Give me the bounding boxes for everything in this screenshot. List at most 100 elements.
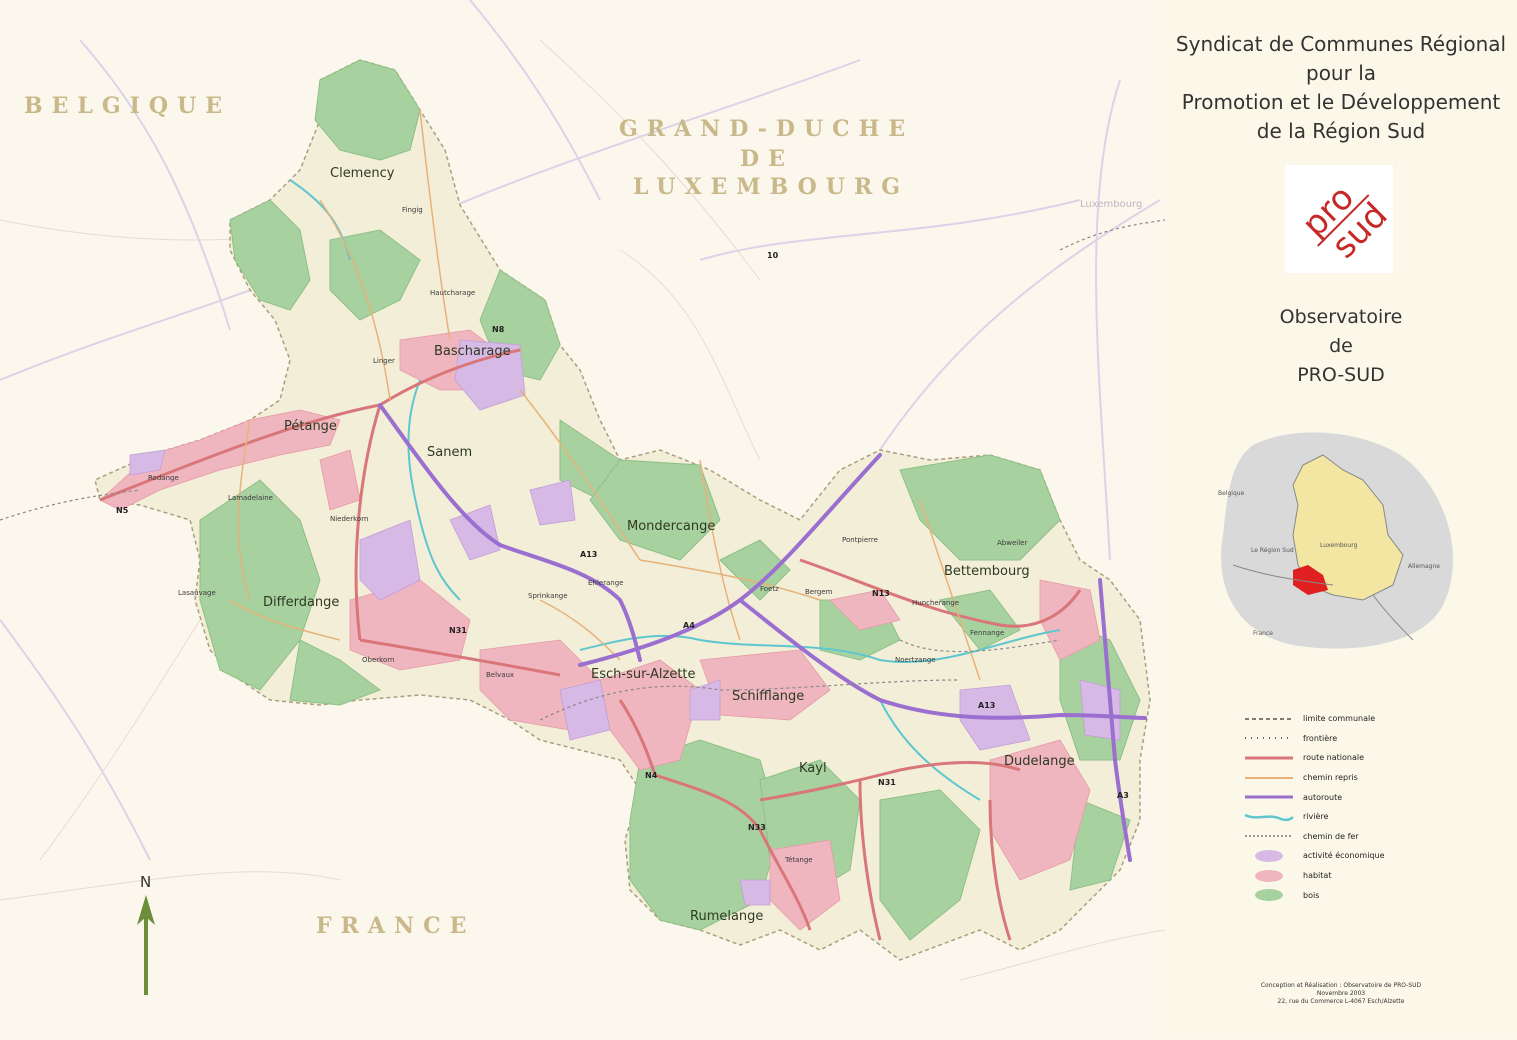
orange-road-icon (1245, 776, 1293, 779)
road-label: N5 (116, 506, 129, 515)
locality-label: Linger (373, 357, 395, 365)
road-label: A13 (580, 550, 597, 559)
legend-item: chemin repris (1243, 768, 1503, 788)
commune-label: Dudelange (1004, 754, 1075, 769)
locality-label: Belvaux (486, 671, 514, 679)
legend-label: chemin repris (1303, 773, 1358, 783)
org-line: de la Région Sud (1256, 119, 1426, 143)
locality-label: Lamadelaine (228, 494, 273, 502)
prosud-logo: pro sud (1285, 165, 1395, 273)
inset-label: Le Région Sud (1251, 547, 1294, 554)
legend-item: chemin de fer (1243, 827, 1503, 847)
organization-title: Syndicat de Communes Régional pour la Pr… (1165, 30, 1517, 146)
road-label: A4 (683, 621, 695, 630)
locality-label: Huncherange (912, 599, 959, 607)
red-road-icon (1245, 756, 1293, 760)
locality-label: Tétange (784, 856, 813, 864)
map-canvas: Clemency Bascharage Pétange Sanem Differ… (0, 0, 1166, 981)
credit-line: 22, rue du Commerce L-4067 Esch/Alzette (1277, 998, 1405, 1005)
road-label: N31 (449, 626, 467, 635)
outside-minor-roads (0, 39, 1166, 981)
credit-line: Novembre 2003 (1316, 990, 1366, 997)
road-label: N33 (748, 823, 766, 832)
commune-label: Clemency (330, 166, 395, 181)
locality-label: Hautcharage (430, 289, 475, 297)
locality-label: Pontpierre (842, 536, 878, 544)
obs-line: PRO-SUD (1297, 364, 1385, 386)
locality-labels: Fingig Hautcharage Linger Rodange Lamade… (148, 206, 1027, 864)
commune-label: Pétange (284, 419, 337, 434)
commune-label: Differdange (263, 595, 339, 610)
railways (0, 219, 1166, 721)
economic-areas (129, 339, 1121, 906)
locality-label: Foetz (760, 585, 779, 593)
legend: limite communale frontière route nationa… (1243, 709, 1503, 905)
motorways (378, 403, 1147, 862)
legend-label: chemin de fer (1303, 831, 1359, 841)
commune-labels: Clemency Bascharage Pétange Sanem Differ… (263, 166, 1075, 924)
legend-label: habitat (1303, 871, 1332, 881)
purple-area-icon (1255, 849, 1283, 862)
commune-label: Rumelange (690, 909, 763, 924)
purple-road-icon (1245, 795, 1293, 799)
dashed-line-icon (1245, 718, 1293, 720)
locality-label: Fingig (402, 206, 423, 214)
road-label: A3 (1117, 791, 1129, 800)
inset-label: Luxembourg (1320, 542, 1358, 549)
legend-item: habitat (1243, 866, 1503, 886)
country-label-de: DE (740, 146, 794, 172)
rail-icon (1245, 835, 1293, 838)
road-label: N4 (645, 771, 658, 780)
org-line: Syndicat de Communes Régional (1175, 32, 1507, 56)
road-labels: N8 N5 A13 N31 A4 N13 A13 N4 N31 N33 A3 1… (116, 251, 1129, 832)
commune-label: Mondercange (627, 519, 715, 534)
legend-item: autoroute (1243, 787, 1503, 807)
locality-label: Sprinkange (528, 592, 568, 600)
north-label: N (140, 873, 152, 891)
north-arrow-icon (137, 895, 155, 995)
legend-label: activité économique (1303, 851, 1385, 861)
locality-label: Rodange (148, 474, 179, 482)
locality-label: Lasauvage (178, 589, 216, 597)
obs-line: Observatoire (1279, 306, 1403, 328)
road-label: A13 (978, 701, 995, 710)
city-label: Luxembourg (1080, 199, 1142, 210)
country-label-luxembourg: LUXEMBOURG (633, 174, 910, 200)
locality-label: Abweiler (997, 539, 1027, 547)
inset-locator-map: Belgique Le Région Sud Luxembourg Allema… (1218, 432, 1453, 649)
commune-label: Bascharage (434, 344, 511, 359)
inset-label: Belgique (1218, 490, 1245, 497)
legend-item: route nationale (1243, 748, 1503, 768)
legend-label: frontière (1303, 733, 1338, 743)
legend-label: limite communale (1303, 714, 1376, 724)
legend-label: bois (1303, 890, 1320, 900)
legend-item: rivière (1243, 807, 1503, 827)
inset-label: Allemagne (1408, 563, 1440, 570)
country-label-france: FRANCE (316, 913, 476, 939)
commune-label: Sanem (427, 445, 472, 460)
dotted-line-icon (1245, 737, 1293, 740)
legend-item: bois (1243, 885, 1503, 905)
road-label: 10 (767, 251, 779, 260)
river-icon (1244, 813, 1294, 821)
locality-label: Niederkorn (330, 515, 368, 523)
observatoire-title: Observatoire de PRO-SUD (1165, 303, 1517, 390)
commune-label: Bettembourg (944, 564, 1030, 579)
legend-label: rivière (1303, 812, 1329, 822)
pink-area-icon (1255, 869, 1283, 882)
country-label-belgique: BELGIQUE (24, 93, 232, 119)
org-line: Promotion et le Développement (1181, 90, 1501, 114)
road-label: N31 (878, 778, 896, 787)
credit-line: Conception et Réalisation : Observatoire… (1260, 982, 1422, 989)
road-label: N8 (492, 325, 505, 334)
legend-item: frontière (1243, 729, 1503, 749)
road-label: N13 (872, 589, 890, 598)
prosud-logo-icon: pro sud (1294, 178, 1395, 267)
legend-item: activité économique (1243, 846, 1503, 866)
secondary-roads (229, 109, 981, 681)
commune-label: Esch-sur-Alzette (591, 667, 696, 682)
locality-label: Ehlerange (588, 579, 623, 587)
green-area-icon (1255, 889, 1283, 902)
legend-item: limite communale (1243, 709, 1503, 729)
legend-label: autoroute (1303, 792, 1343, 802)
